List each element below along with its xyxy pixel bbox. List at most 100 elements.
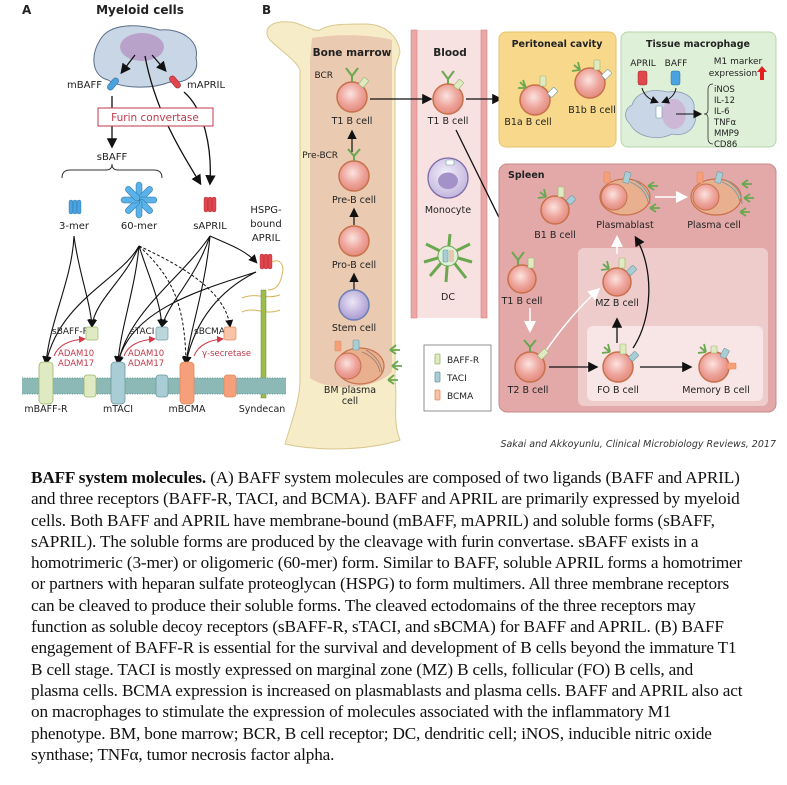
spleen-label: Spleen [508,170,545,181]
up-arrow-icon [757,66,767,80]
bcr-label: BCR [314,71,333,81]
dc-label: DC [441,292,455,303]
myeloid-nucleus [120,33,164,61]
3-mer-label: 3-mer [59,221,90,232]
pro-b-cell-label: Pro-B cell [332,260,376,271]
pro-b-cell [338,225,370,257]
legend-taci-label: TACI [446,374,467,384]
memory-bcell-label: Memory B cell [682,385,750,396]
caption-line: cells. Both BAFF and APRIL have membrane… [31,510,715,530]
caption-line: or partners with heparan sulfate proteog… [31,574,730,594]
macrophage-baff-molecule [670,70,681,86]
legend-bcma-swatch [434,389,441,401]
baff-system-figure: A Myeloid cells mBAFF mAPRIL Furin conve… [22,3,777,450]
spleen-t1-bcell-label: T1 B cell [501,296,543,307]
bm-t1-bcell-label: T1 B cell [331,116,373,127]
mapril-label: mAPRIL [187,80,226,91]
tissue-macrophage-label: Tissue macrophage [646,39,750,50]
monocyte-label: Monocyte [425,205,471,216]
furin-convertase-box [97,107,214,127]
spleen-t1-bcell [507,251,537,294]
spleen-b1-bcell [537,186,576,225]
panel-b: B Bone marrow Blood BCR T1 B cell Pre-BC… [262,3,777,450]
caption-line: phenotype. BM, bone marrow; BCR, B cell … [31,723,712,743]
fo-bcell [601,343,639,383]
staci-label: sTACI [130,327,154,337]
b1a-bcell-label: B1a B cell [504,117,551,128]
fo-bcell-label: FO B cell [597,385,639,396]
caption-line: and three receptors (BAFF-R, TACI, and B… [31,489,740,509]
receptor-legend: BAFF-R TACI BCMA [423,344,492,412]
mz-bcell-label: MZ B cell [595,298,639,309]
plasmablast [599,171,660,216]
hspg-april-molecule [259,253,273,270]
bm-plasma-label-2: cell [342,396,358,407]
stem-cell-label: Stem cell [332,323,376,334]
b1b-bcell-label: B1b B cell [568,105,616,116]
m1-marker-item: CD86 [714,140,737,150]
cell-membrane [22,378,286,394]
plasmablast-label: Plasmablast [596,220,654,231]
blood-label: Blood [433,47,467,59]
legend-bcma-label: BCMA [447,392,474,402]
hspg-label-1: HSPG- [250,205,282,216]
sbaffr-receptor [85,326,99,341]
adam17-label-2: ADAM17 [128,359,164,369]
stem-cell [338,289,370,321]
bm-t1-bcell [336,67,369,113]
caption-line: synthase; TNFα, tumor necrosis factor al… [31,744,335,764]
blood-t1-bcell [432,70,464,115]
memory-bcell [697,343,737,383]
mbcma-label: mBCMA [169,404,206,415]
m1-marker-item: IL-6 [714,107,730,117]
mbaffr-receptor [38,361,54,405]
mbaffr-stub [83,374,97,398]
m1-marker-item: IL-12 [714,96,735,106]
m1-marker-label-1: M1 marker [714,57,763,67]
60-mer-label: 60-mer [121,221,158,232]
legend-baffr-label: BAFF-R [447,356,479,366]
bone-marrow-label: Bone marrow [313,47,392,59]
adam10-label-2: ADAM10 [128,349,164,359]
hspg-label-2: bound [250,219,282,230]
m1-marker-item: iNOS [714,85,735,95]
m1-markers-list: iNOS IL-12 IL-6 TNFα MMP9 CD86 [713,85,739,150]
mbaff-label: mBAFF [67,80,102,91]
mbaff-molecule [107,77,119,91]
sapril-molecule [203,196,217,213]
mtaci-label: mTACI [103,404,133,415]
legend-taci-swatch [434,371,441,383]
caption-text: (A) BAFF system molecules are composed o… [206,468,740,487]
3-mer-baff [68,199,82,215]
furin-convertase-label: Furin convertase [111,112,199,124]
caption-line: plasma cells. BCMA expression is increas… [31,680,743,700]
figure-caption: BAFF system molecules. (A) BAFF system m… [31,467,776,765]
mapril-molecule [169,75,181,89]
caption-line: on macrophages to stimulate the expressi… [31,702,672,722]
blood-t1-bcell-label: T1 B cell [427,116,469,127]
syndecan-label: Syndecan [239,404,286,415]
myeloid-cells-title: Myeloid cells [96,3,184,17]
sbcma-label: sBCMA [194,327,226,337]
legend-baffr-swatch [434,353,441,365]
gamma-secretase-label: γ-secretase [202,349,251,359]
m1-marker-label-2: expression [709,69,758,79]
adam17-label-1: ADAM17 [58,359,94,369]
panel-a-label: A [22,3,32,17]
bm-plasma-label-1: BM plasma [324,385,376,396]
pre-b-cell-label: Pre-B cell [332,195,376,206]
staci-receptor [155,326,169,341]
mtaci-receptor [110,361,126,405]
caption-line: homotrimeric (3-mer) or oligomeric (60-m… [31,553,743,573]
sapril-label: sAPRIL [193,221,227,232]
adam10-label-1: ADAM10 [58,349,94,359]
spleen-b1-bcell-label: B1 B cell [534,230,575,241]
peritoneal-cavity-label: Peritoneal cavity [512,39,604,50]
caption-line: B cell stage. TACI is mostly expressed o… [31,659,694,679]
b1a-bcell [518,75,558,116]
mbcma-stub [223,374,237,398]
mbaffr-label: mBAFF-R [24,404,68,415]
caption-line: engagement of BAFF-R is essential for th… [31,638,737,658]
monocyte [427,157,469,199]
spleen-follicle-region [587,326,763,401]
